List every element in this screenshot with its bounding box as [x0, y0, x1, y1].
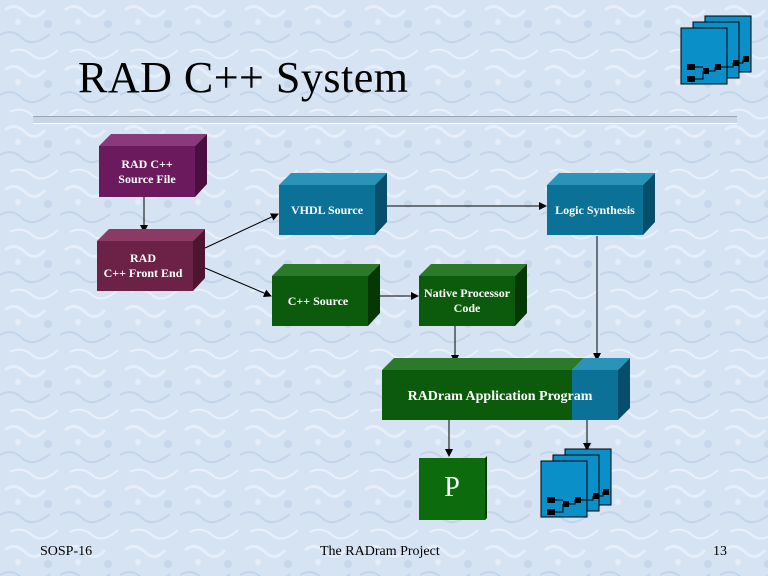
node-logic-synthesis	[547, 173, 655, 235]
rad-source-label-line2: Source File	[118, 172, 176, 186]
logic-circuit-stack-icon	[680, 15, 752, 85]
cpp-source-label: C++ Source	[287, 294, 349, 308]
footer-page-number: 13	[713, 544, 727, 559]
slide-title: RAD C++ System	[78, 53, 409, 102]
node-front-end	[97, 229, 205, 291]
node-vhdl-source	[279, 173, 387, 235]
processor-label: P	[444, 472, 460, 503]
arrows	[140, 197, 601, 457]
rad-source-label-line1: RAD C++	[121, 157, 173, 171]
front-end-label-line2: C++ Front End	[103, 266, 183, 280]
rad-source-label: RAD C++ Source File	[99, 157, 195, 187]
title-divider	[33, 116, 737, 124]
native-code-label-line1: Native Processor	[423, 286, 511, 300]
vhdl-source-label: VHDL Source	[290, 203, 364, 217]
front-end-label: RAD C++ Front End	[95, 251, 191, 281]
node-cpp-source	[272, 264, 380, 326]
radram-program-label: RADram Application Program	[407, 389, 593, 404]
footer-left: SOSP-16	[40, 544, 93, 559]
node-rad-source-file	[99, 134, 207, 197]
logic-synthesis-label: Logic Synthesis	[555, 203, 635, 217]
footer-center: The RADram Project	[320, 544, 440, 559]
node-native-processor-code	[419, 264, 527, 326]
arrow-frontend-to-cpp	[204, 267, 272, 297]
arrow-frontend-to-vhdl	[204, 213, 279, 249]
native-code-label-line2: Code	[453, 301, 481, 315]
front-end-label-line1: RAD	[130, 251, 156, 265]
node-processor	[419, 456, 487, 520]
node-radram-application-program	[382, 358, 630, 420]
logic-circuit-stack-icon	[540, 448, 612, 518]
native-code-label: Native Processor Code	[419, 286, 515, 316]
